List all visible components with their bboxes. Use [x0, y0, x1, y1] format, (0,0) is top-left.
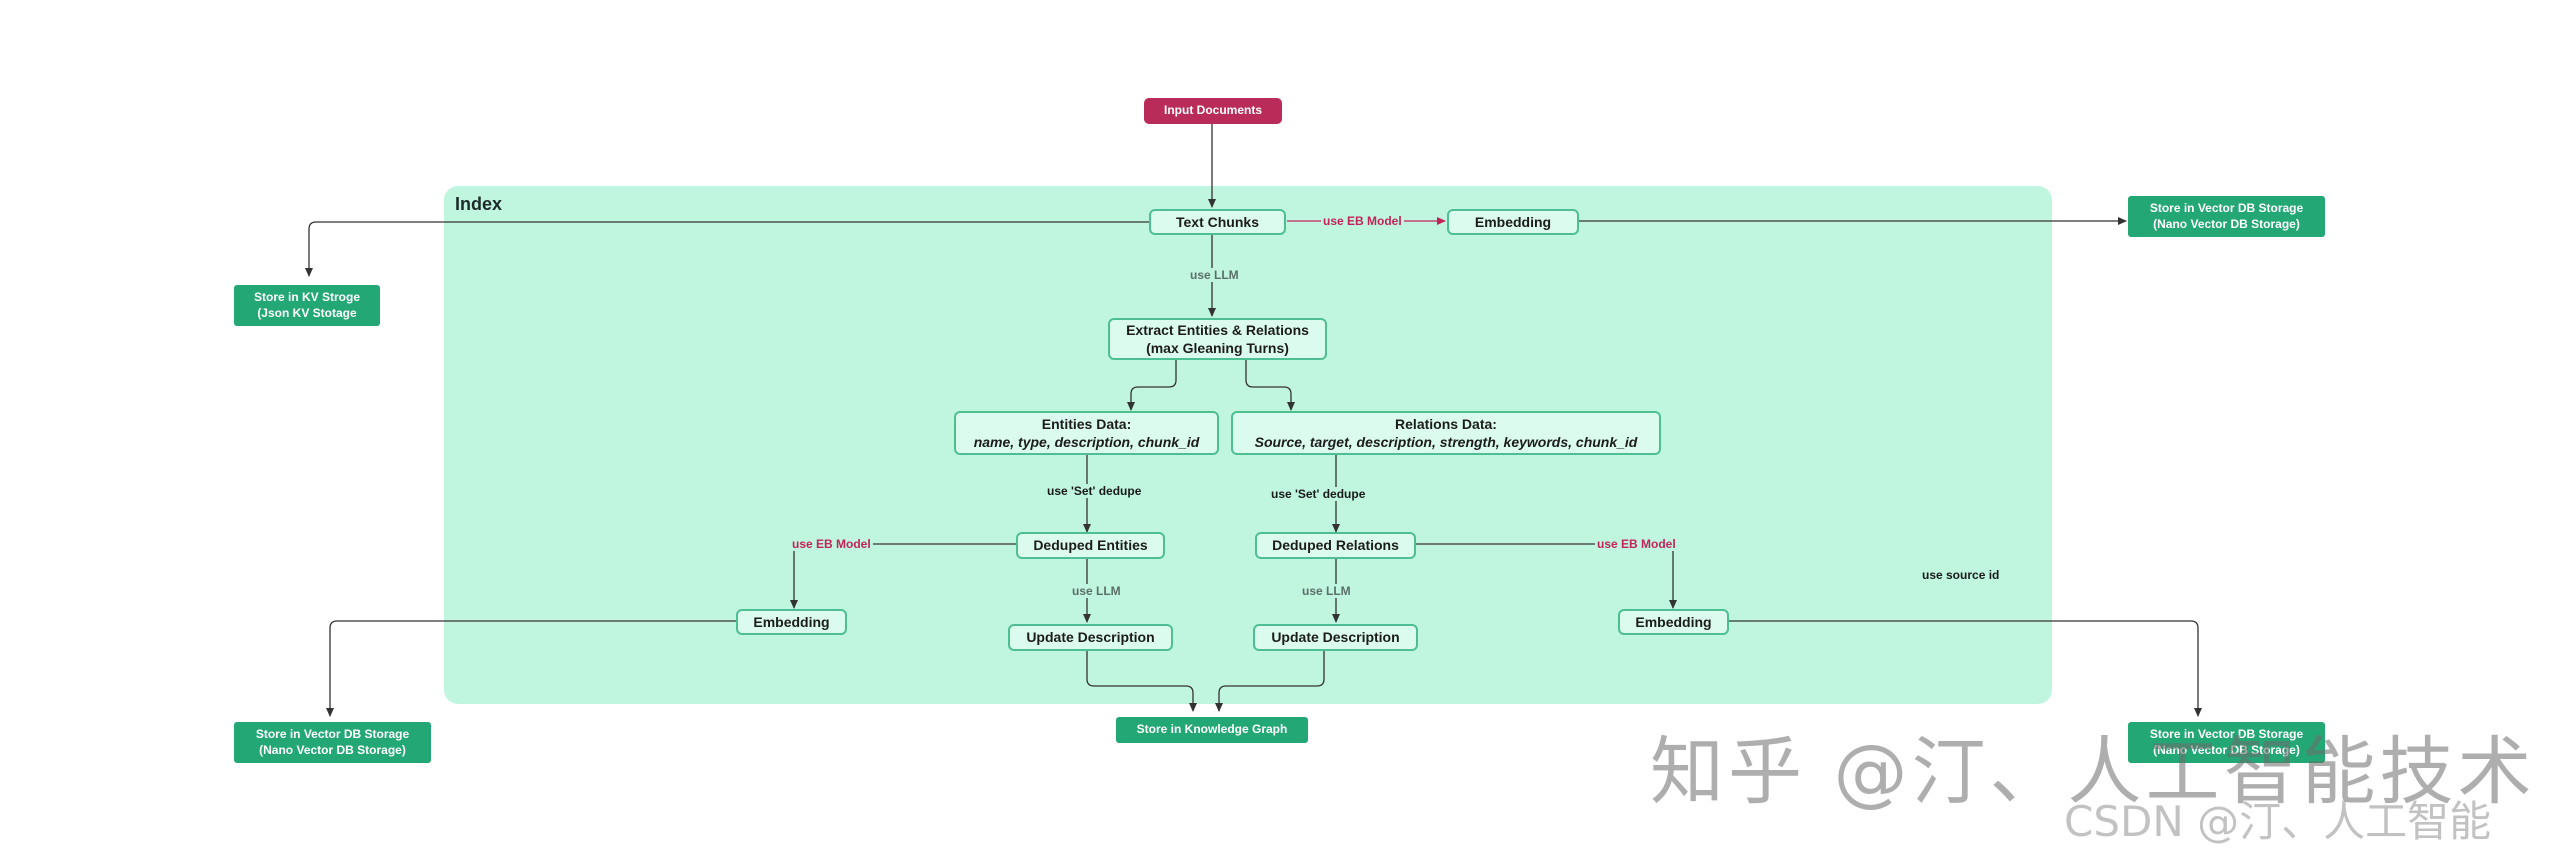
store-vector-right-line1: Store in Vector DB Storage: [2149, 726, 2304, 741]
edge-deduped-to-embedding-right: [1415, 543, 1677, 609]
edge-label-use-eb-model-left: use EB Model: [790, 537, 873, 551]
store-vector-top-line1: Store in Vector DB Storage: [2149, 200, 2304, 215]
edge-label-use-llm-1: use LLM: [1188, 268, 1241, 282]
relations-data-title: Relations Data:: [1395, 415, 1497, 432]
store-knowledge-graph-node[interactable]: Store in Knowledge Graph: [1116, 717, 1308, 743]
store-vector-right-line2: (Nano Vector DB Storage): [2153, 742, 2300, 757]
extract-line1: Extract Entities & Relations: [1126, 321, 1309, 338]
edge-deduped-to-embedding-left: [790, 543, 1016, 609]
edge-label-set-dedupe-left: use 'Set' dedupe: [1045, 484, 1144, 498]
edge-label-use-eb-model-right: use EB Model: [1595, 537, 1678, 551]
extract-line2: (max Gleaning Turns): [1146, 340, 1289, 356]
watermark-zhihu: 知乎 @汀、人工智能技术: [1650, 729, 2536, 815]
store-vector-left-node[interactable]: Store in Vector DB Storage (Nano Vector …: [234, 722, 431, 763]
store-kv-line2: (Json KV Stotage: [257, 305, 357, 320]
input-documents-node[interactable]: Input Documents: [1144, 98, 1282, 124]
edge-extract-to-entities: [1127, 360, 1177, 411]
embedding-right-label: Embedding: [1635, 613, 1712, 630]
embedding-left-label: Embedding: [753, 613, 830, 630]
edge-embedding-left-to-vector: [326, 620, 736, 717]
deduped-entities-node[interactable]: Deduped Entities: [1016, 532, 1165, 559]
edge-embedding-right-to-vector: [1728, 620, 2202, 717]
edge-update-right-to-graph: [1215, 651, 1325, 712]
store-knowledge-graph-label: Store in Knowledge Graph: [1136, 722, 1288, 737]
store-vector-top-line2: (Nano Vector DB Storage): [2153, 216, 2300, 231]
edge-label-use-llm-right: use LLM: [1300, 584, 1353, 598]
embedding-top-node[interactable]: Embedding: [1447, 209, 1579, 235]
input-documents-label: Input Documents: [1164, 103, 1262, 118]
embedding-left-node[interactable]: Embedding: [736, 609, 847, 635]
edge-label-use-eb-model-top: use EB Model: [1321, 214, 1404, 228]
deduped-entities-label: Deduped Entities: [1033, 537, 1148, 554]
update-description-right-node[interactable]: Update Description: [1253, 624, 1418, 651]
deduped-relations-label: Deduped Relations: [1272, 537, 1399, 554]
index-region-title: Index: [455, 194, 503, 214]
edge-label-use-llm-left: use LLM: [1070, 584, 1123, 598]
entities-data-fields: name, type, description, chunk_id: [973, 434, 1200, 450]
text-chunks-label: Text Chunks: [1176, 213, 1259, 230]
edge-chunks-to-kv: [305, 221, 1150, 277]
update-description-left-node[interactable]: Update Description: [1008, 624, 1173, 651]
edge-label-use-source-id: use source id: [1922, 568, 2000, 582]
entities-data-title: Entities Data:: [1041, 415, 1132, 432]
store-vector-left-line2: (Nano Vector DB Storage): [259, 742, 406, 757]
text-chunks-node[interactable]: Text Chunks: [1149, 209, 1286, 235]
store-vector-top-node[interactable]: Store in Vector DB Storage (Nano Vector …: [2128, 196, 2325, 237]
update-description-left-label: Update Description: [1026, 629, 1155, 646]
extract-node[interactable]: Extract Entities & Relations (max Gleani…: [1108, 318, 1327, 360]
store-kv-node[interactable]: Store in KV Stroge (Json KV Stotage: [234, 285, 380, 326]
edge-extract-to-relations: [1245, 360, 1295, 411]
edge-update-left-to-graph: [1086, 651, 1197, 712]
embedding-top-label: Embedding: [1474, 213, 1552, 230]
entities-data-node[interactable]: Entities Data: name, type, description, …: [954, 411, 1219, 455]
watermark-csdn: CSDN @汀、人工智能: [2064, 797, 2492, 846]
store-kv-line1: Store in KV Stroge: [253, 289, 360, 304]
relations-data-node[interactable]: Relations Data: Source, target, descript…: [1231, 411, 1661, 455]
update-description-right-label: Update Description: [1271, 629, 1400, 646]
store-vector-left-line1: Store in Vector DB Storage: [255, 726, 410, 741]
relations-data-fields: Source, target, description, strength, k…: [1254, 434, 1638, 450]
edge-label-set-dedupe-right: use 'Set' dedupe: [1269, 487, 1368, 501]
store-vector-right-node[interactable]: Store in Vector DB Storage (Nano Vector …: [2128, 722, 2325, 763]
deduped-relations-node[interactable]: Deduped Relations: [1255, 532, 1416, 559]
embedding-right-node[interactable]: Embedding: [1618, 609, 1729, 635]
